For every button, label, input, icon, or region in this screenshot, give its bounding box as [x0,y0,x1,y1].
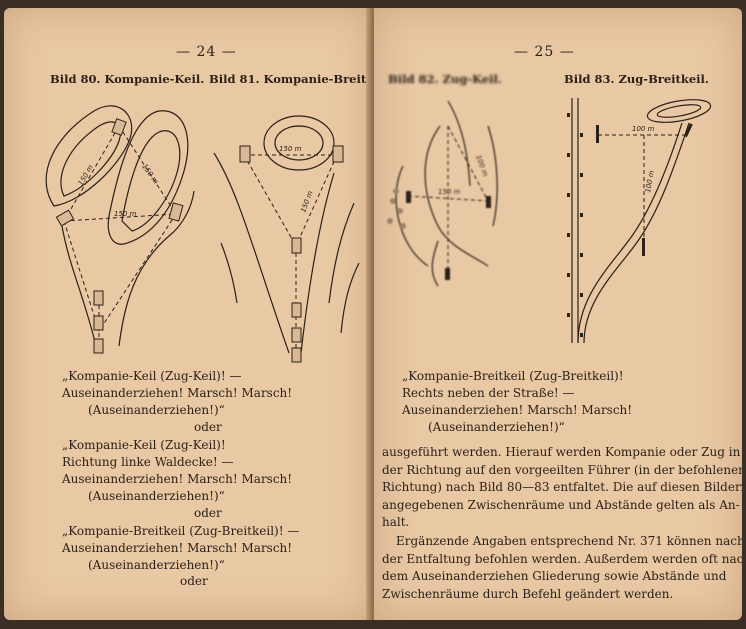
command-line-6: Auseinanderziehen! Marsch! Marsch! [62,472,293,486]
command-line-3: (Auseinanderziehen!)“ [88,403,225,417]
figure-82-diagram: 150 m 100 m [387,100,498,287]
paragraph-2-line: Zwischenräume durch Befehl geändert werd… [382,586,674,601]
command-line-8: „Kompanie-Breitkeil (Zug-Breitkeil)! — [62,524,300,538]
paragraph-2: Ergänzende Angaben entsprechend Nr. 371 … [382,533,742,603]
right-command-line-3: Auseinanderziehen! Marsch! Marsch! [402,403,633,417]
command-line-9: Auseinanderziehen! Marsch! Marsch! [62,541,293,555]
fig83-dist-b: 100 m [644,170,656,194]
command-line-5: Richtung linke Waldecke! — [62,455,234,469]
fig83-dist-a: 100 m [632,125,655,133]
right-command-line-2: Rechts neben der Straße! — [402,386,575,400]
paragraph-1-line: Richtung) nach Bild 80—83 entfaltet. Die… [382,480,742,494]
paragraph-2-line: Ergänzende Angaben entsprechend Nr. 371 … [396,534,742,548]
fig82-dist-b: 100 m [474,154,489,178]
paragraph-1-line: halt. [382,515,410,529]
paragraph-2-line: der Entfaltung befohlen werden. Außerdem… [382,551,742,566]
figure-83-diagram: 100 m 100 m [567,98,712,344]
left-page: — 24 — Bild 80. Kompanie-Keil. Bild 81. … [4,8,372,620]
figure-83-label: Bild 83. Zug-Breitkeil. [564,72,709,86]
command-line-1: „Kompanie-Keil (Zug-Keil)! — [62,369,242,383]
paragraph-1-line: ausgeführt werden. Hierauf werden Kompan… [382,445,741,459]
page-number-left: — 24 — [176,44,237,60]
right-command-line-4: (Auseinanderziehen!)“ [428,420,565,434]
right-page: — 25 — Bild 82. Zug-Keil. Bild 83. Zug-B… [374,8,742,620]
command-line-7: (Auseinanderziehen!)“ [88,489,225,503]
figure-80-diagram: 150 m 150 m 150 m [45,105,195,354]
figure-81-diagram: 150 m 150 m [213,115,360,363]
oder-3: oder [180,574,208,588]
oder-1: oder [194,420,222,434]
paragraph-1-line: angegebenen Zwischenräume und Abstände g… [382,497,740,512]
figure-82-label: Bild 82. Zug-Keil. [388,72,502,86]
paragraph-1-line: der Richtung auf den vorgeeilten Führer … [382,462,742,477]
fig80-dist-b: 150 m [140,163,160,186]
oder-2: oder [194,506,222,520]
fig81-dist-a: 150 m [279,145,302,153]
paragraph-1: ausgeführt werden. Hierauf werden Kompan… [382,444,742,532]
fig80-dist-c: 150 m [114,210,137,218]
figure-81-label: Bild 81. Kompanie-Breitkeil. [209,72,372,86]
fig82-dist-a: 150 m [438,188,461,196]
paragraph-2-line: dem Auseinanderziehen Gliederung sowie A… [382,569,727,583]
command-line-10: (Auseinanderziehen!)“ [88,558,225,572]
right-command-line-1: „Kompanie-Breitkeil (Zug-Breitkeil)! [402,369,624,383]
page-number-right: — 25 — [514,44,575,60]
command-line-2: Auseinanderziehen! Marsch! Marsch! [62,386,293,400]
command-line-4: „Kompanie-Keil (Zug-Keil)! [62,438,226,452]
fig81-dist-b: 150 m [299,190,314,214]
figure-80-label: Bild 80. Kompanie-Keil. [50,72,205,86]
